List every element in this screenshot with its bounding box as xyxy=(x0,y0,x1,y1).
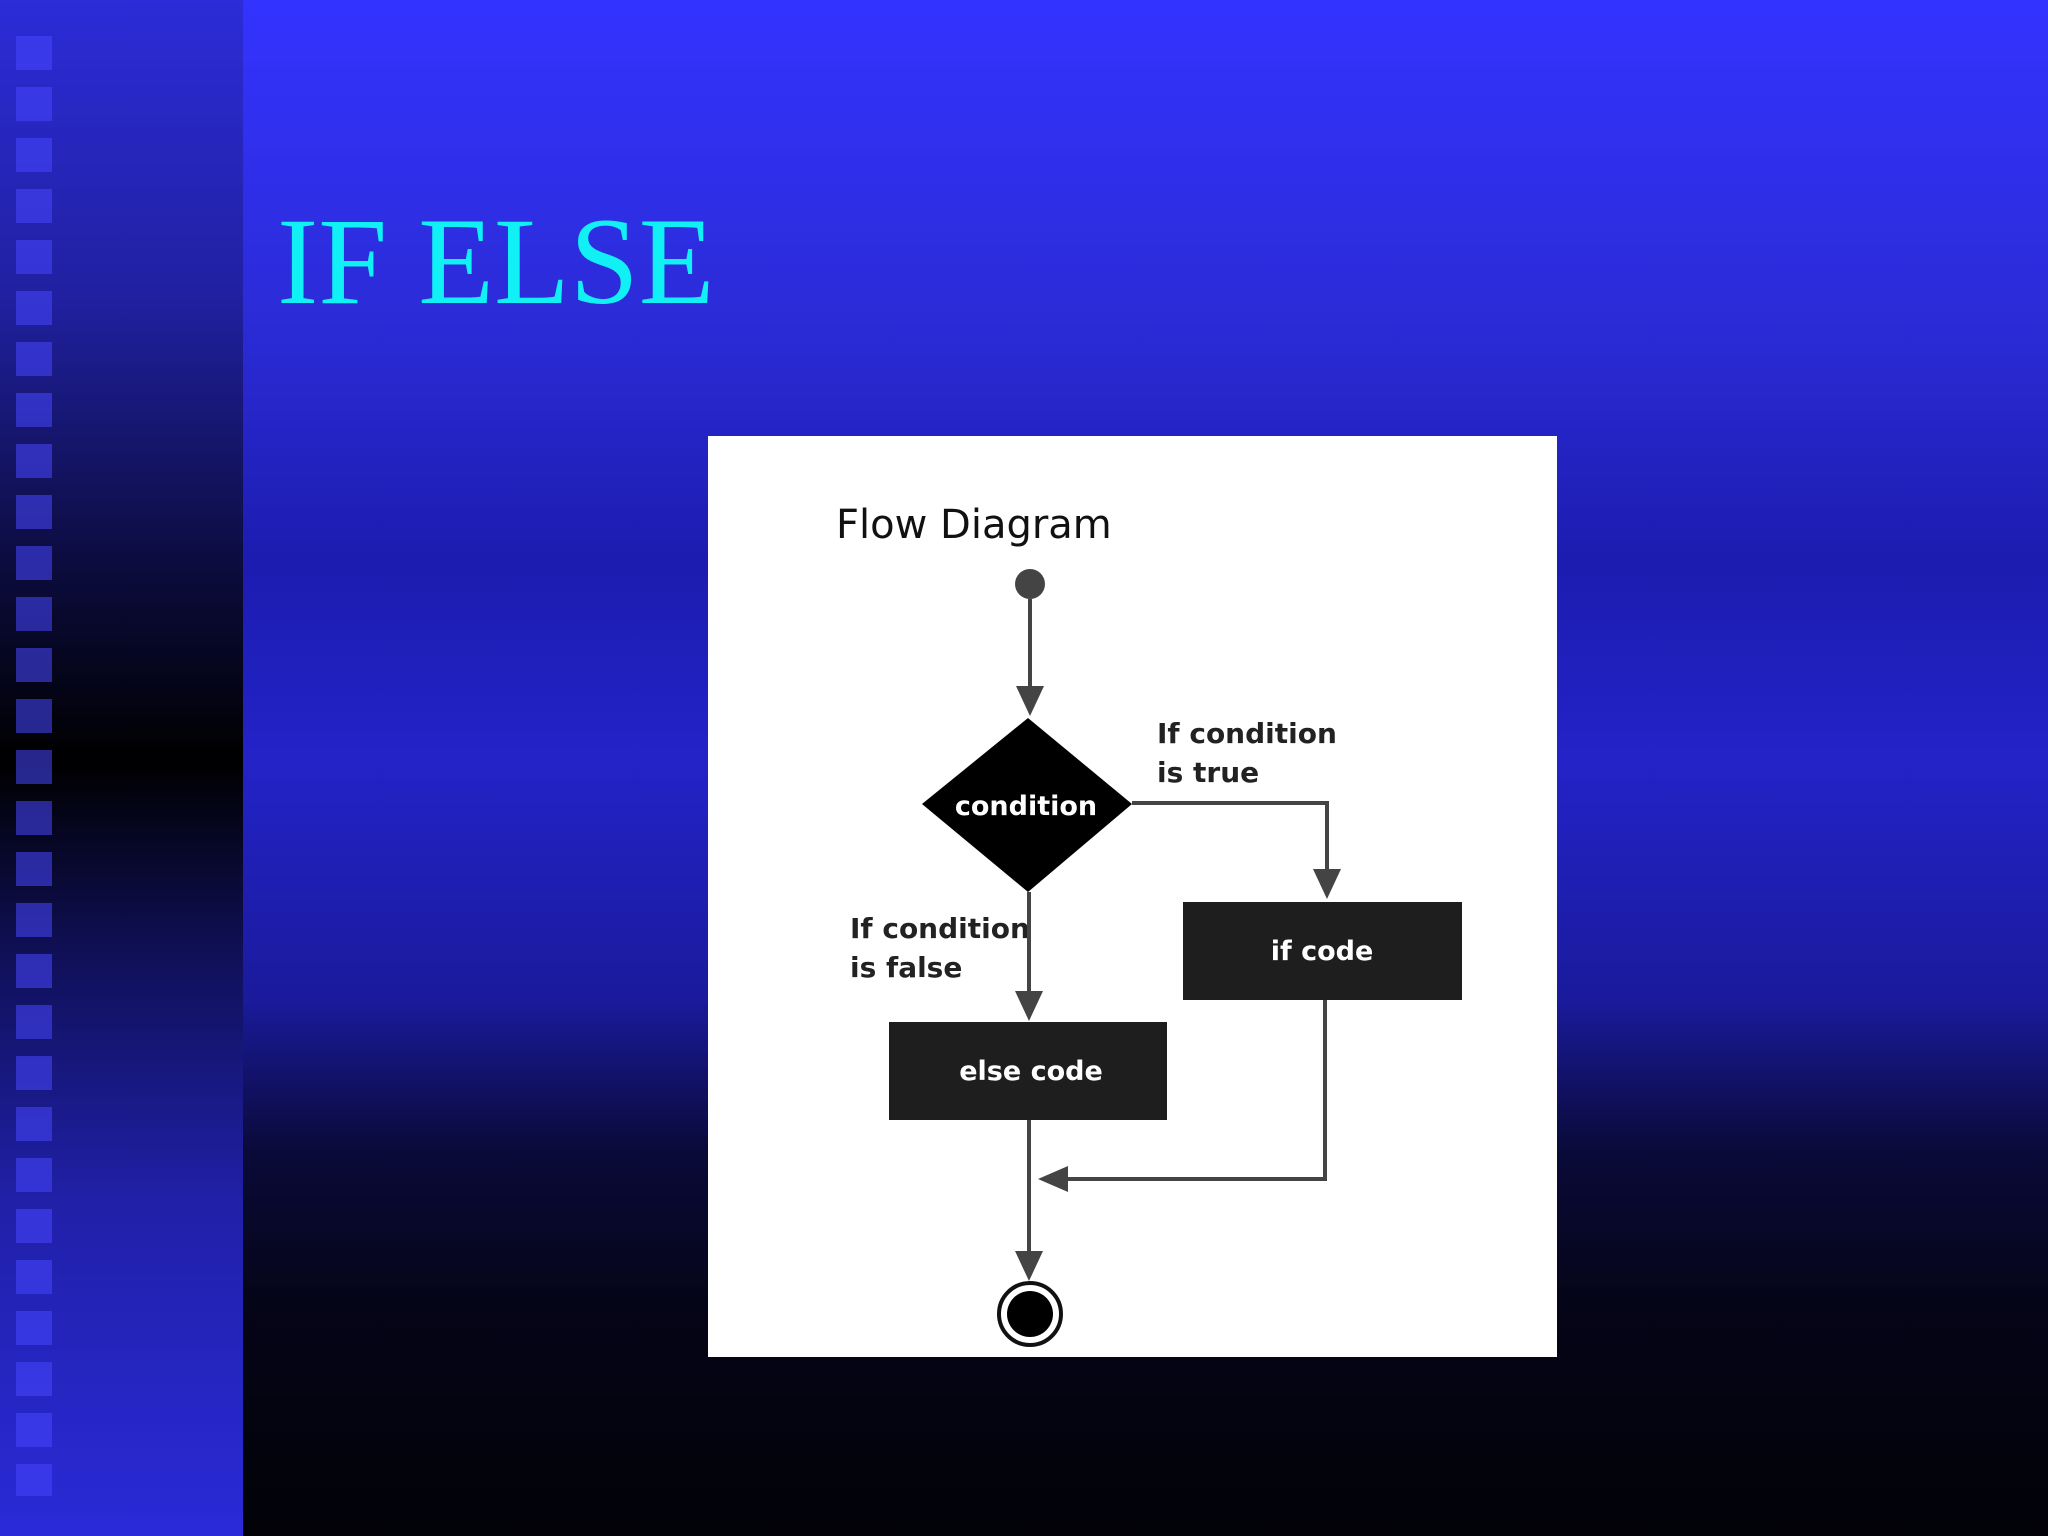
else-code-label: else code xyxy=(959,1056,1103,1087)
true-branch-label-line1: If condition xyxy=(1157,717,1337,750)
start-arrow-head xyxy=(1016,686,1044,716)
decision-label: condition xyxy=(955,791,1097,822)
false-branch-label-line1: If condition xyxy=(850,912,1030,945)
left-decorative-strip xyxy=(0,0,243,1536)
false-branch-arrow-head xyxy=(1015,991,1043,1021)
true-branch-connector xyxy=(1132,801,1329,884)
if-code-box xyxy=(1183,902,1462,1000)
flow-diagram-figure: Flow Diagram condition If condition is t… xyxy=(708,436,1557,1357)
true-branch-arrow-head xyxy=(1313,869,1341,899)
diagram-heading: Flow Diagram xyxy=(836,502,1112,548)
flow-diagram-svg: Flow Diagram condition If condition is t… xyxy=(836,502,1462,1347)
else-code-box xyxy=(889,1022,1167,1120)
end-arrow-head xyxy=(1015,1251,1043,1281)
end-node xyxy=(1007,1291,1053,1337)
decision-diamond xyxy=(922,718,1132,892)
if-code-return-connector xyxy=(1053,1000,1327,1181)
false-branch-label-line2: is false xyxy=(850,951,962,984)
if-code-label: if code xyxy=(1271,936,1374,967)
merge-arrow-head xyxy=(1038,1166,1068,1192)
true-branch-label-line2: is true xyxy=(1157,756,1259,789)
start-node xyxy=(1015,569,1045,599)
strip-square-pattern xyxy=(16,36,52,1496)
slide-title: IF ELSE xyxy=(277,193,715,330)
